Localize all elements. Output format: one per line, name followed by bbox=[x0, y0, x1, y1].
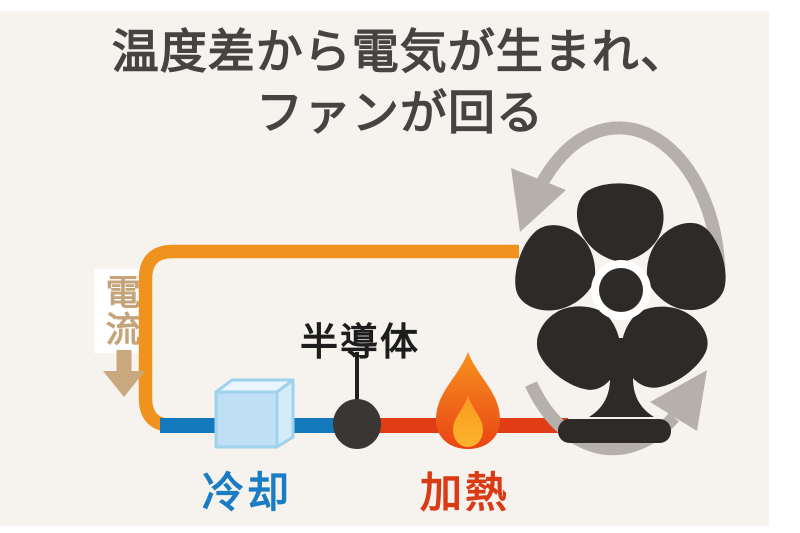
fan-hub bbox=[599, 268, 643, 312]
heating-label: 加熱 bbox=[419, 469, 510, 516]
ice-cube-icon bbox=[214, 378, 295, 449]
title-line-1: 温度差から電気が生まれ、 bbox=[111, 25, 689, 78]
right-margin bbox=[769, 0, 800, 533]
semiconductor-dot-icon bbox=[333, 352, 381, 449]
top-margin bbox=[0, 0, 800, 11]
current-label: 電流 bbox=[94, 269, 146, 353]
bottom-margin bbox=[0, 526, 800, 533]
fan-icon bbox=[515, 183, 726, 443]
fan-base bbox=[558, 419, 671, 443]
fan-blades bbox=[515, 183, 726, 390]
down-arrow-icon bbox=[103, 350, 145, 397]
cooling-label: 冷却 bbox=[201, 469, 292, 516]
page-title: 温度差から電気が生まれ、 ファンが回る bbox=[0, 21, 800, 143]
title-line-2: ファンが回る bbox=[256, 86, 544, 140]
flame-icon bbox=[436, 352, 500, 449]
fan-stand bbox=[589, 338, 654, 417]
